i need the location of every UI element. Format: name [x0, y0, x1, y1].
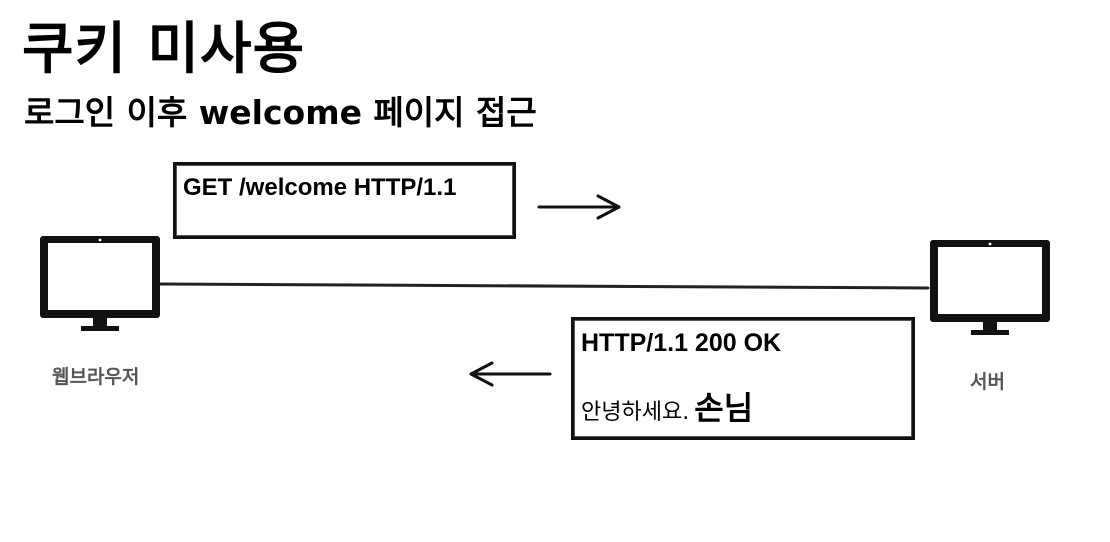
page-title: 쿠키 미사용: [22, 17, 306, 82]
response-greeting: 안녕하세요.: [581, 400, 690, 425]
request-arrow: [537, 194, 621, 220]
page-subtitle: 로그인 이후 welcome 페이지 접근: [24, 93, 537, 132]
response-status-line: HTTP/1.1 200 OK: [581, 329, 782, 357]
server-label: 서버: [970, 371, 1005, 393]
request-line: GET /welcome HTTP/1.1: [183, 174, 457, 201]
request-box: GET /welcome HTTP/1.1: [173, 162, 516, 239]
response-guest: 손님: [694, 389, 754, 427]
response-arrow: [469, 361, 552, 387]
connection-line: [158, 282, 930, 290]
monitor-icon: [930, 240, 1050, 335]
monitor-icon: [40, 236, 160, 331]
browser-label: 웹브라우저: [52, 366, 140, 388]
browser-device: [38, 234, 162, 334]
server-device: [928, 238, 1052, 338]
response-body: 안녕하세요. 손님: [581, 392, 753, 424]
response-box: HTTP/1.1 200 OK 안녕하세요. 손님: [571, 317, 915, 440]
